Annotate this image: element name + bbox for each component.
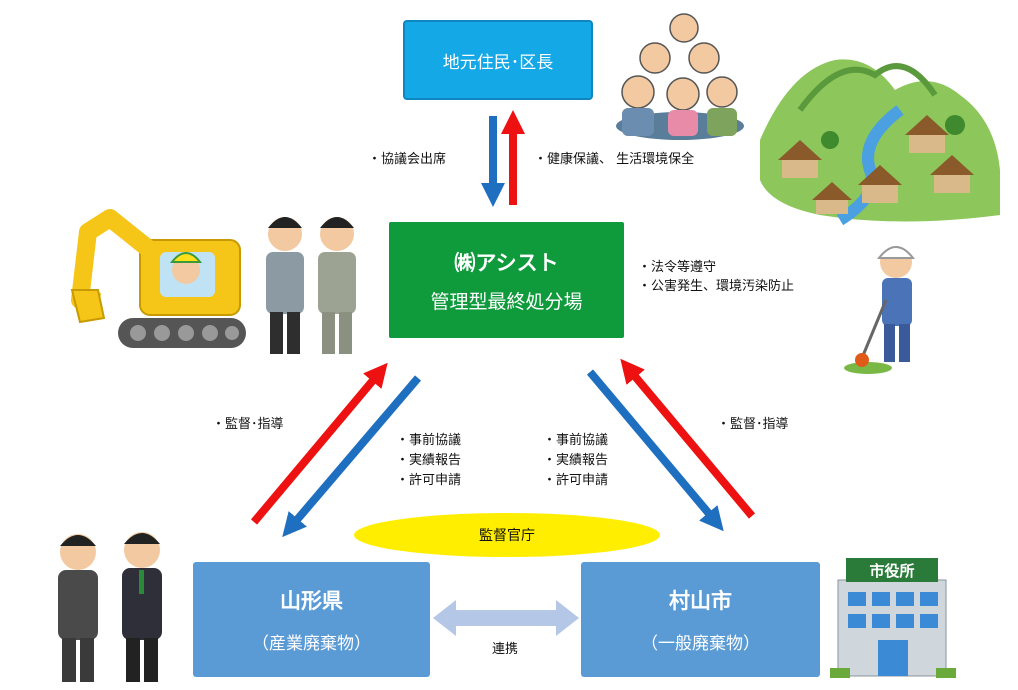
reports-right-list: ・事前協議 ・実績報告 ・許可申請 [543, 431, 608, 491]
company-node: ㈱アシスト 管理型最終処分場 [389, 222, 624, 338]
label-pref-guidance: ・監督･指導 [212, 417, 284, 432]
prefecture-node: 山形県 （産業廃棄物） [193, 562, 430, 677]
arrow-pref-guidance [250, 362, 388, 525]
prefecture-scope: （産業廃棄物） [252, 634, 371, 654]
label-from-residents: ・健康保議、 生活環境保全 [534, 152, 695, 167]
city-scope: （一般廃棄物） [641, 634, 760, 654]
city-name: 村山市 [669, 589, 732, 613]
reports-left-item: ・実績報告 [396, 453, 462, 468]
label-city-guidance: ・監督･指導 [717, 417, 789, 432]
label-compliance-2: ・公害発生、環境汚染防止 [638, 279, 795, 294]
arrow-reports-pref [282, 375, 422, 538]
facility-name: 管理型最終処分場 [430, 290, 583, 313]
residents-label: 地元住民･区長 [442, 52, 554, 73]
reports-left-list: ・事前協議 ・実績報告 ・許可申請 [396, 431, 461, 491]
arrow-city-guidance [620, 358, 756, 519]
reports-left-item: ・許可申請 [396, 473, 462, 488]
prefecture-name: 山形県 [280, 589, 343, 613]
label-to-residents: ・協議会出席 [368, 152, 447, 167]
reports-right-item: ・実績報告 [543, 453, 609, 468]
reports-right-item: ・許可申請 [543, 473, 609, 488]
reports-left-item: ・事前協議 [396, 433, 462, 448]
regulator-label: 監督官庁 [479, 528, 535, 544]
residents-node: 地元住民･区長 [403, 20, 593, 100]
city-node: 村山市 （一般廃棄物） [581, 562, 820, 677]
label-compliance-1: ・法令等遵守 [638, 260, 717, 275]
regulator-oval: 監督官庁 [354, 513, 660, 557]
reports-right-item: ・事前協議 [543, 433, 609, 448]
label-collaboration: 連携 [492, 642, 519, 657]
arrow-collaboration [433, 600, 579, 636]
company-name: ㈱アシスト [454, 250, 559, 275]
arrow-reports-city [586, 369, 724, 532]
